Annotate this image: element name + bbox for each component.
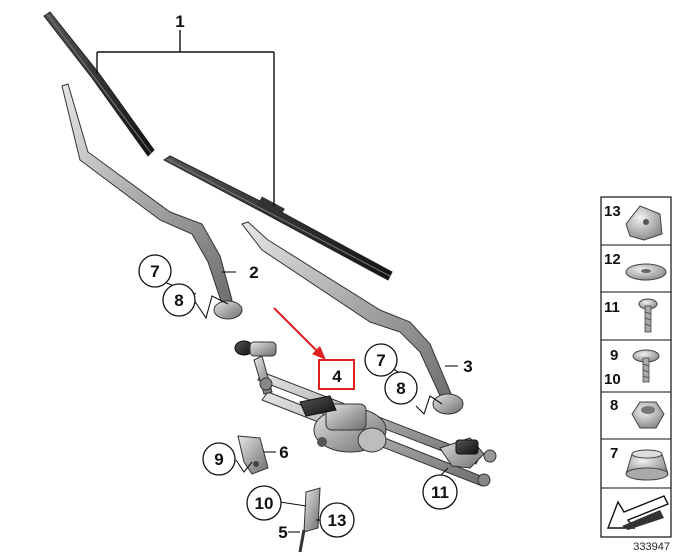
legend-label-13: 13 xyxy=(604,203,621,220)
bracket-part-5 xyxy=(298,487,321,553)
legend-label-12: 12 xyxy=(604,251,621,268)
callout-2: 2 xyxy=(249,263,258,282)
legend-item-8: 8 xyxy=(610,397,665,429)
callout-7b: 7 xyxy=(376,351,385,370)
wiper-motor xyxy=(299,395,387,453)
parts-legend xyxy=(600,196,672,538)
callout-11-circle xyxy=(422,474,458,510)
wiper-blade-right xyxy=(163,155,393,281)
wiper-blade-left xyxy=(43,11,155,157)
callout-3: 3 xyxy=(463,357,472,376)
bracket-part-6 xyxy=(237,435,269,475)
callout-8a-circle xyxy=(162,283,196,317)
callout-13-circle xyxy=(319,502,355,538)
direction-arrow-icon xyxy=(606,495,669,530)
legend-item-7: 7 xyxy=(610,445,669,481)
callout-8b-circle xyxy=(384,371,418,405)
callout-9-circle xyxy=(202,442,236,476)
callout-11: 11 xyxy=(431,483,449,502)
callout-7a: 7 xyxy=(150,262,159,281)
callout-4: 4 xyxy=(332,367,342,386)
callout-5: 5 xyxy=(278,523,287,542)
callout-8b: 8 xyxy=(396,379,405,398)
callout-6: 6 xyxy=(279,443,288,462)
screw-icon xyxy=(638,298,658,333)
cap-icon xyxy=(625,449,669,481)
legend-label-7: 7 xyxy=(610,445,618,462)
legend-label-10: 10 xyxy=(604,371,621,388)
callout-1: 1 xyxy=(175,12,184,31)
legend-item-9-10: 9 10 xyxy=(604,347,660,388)
washer-screw-icon xyxy=(632,349,660,383)
callout-7a-circle xyxy=(138,254,172,288)
callout-13: 13 xyxy=(328,511,347,530)
wiper-arm-right xyxy=(241,221,464,415)
callout-7b-circle xyxy=(364,343,398,377)
callout-10-circle xyxy=(246,485,282,521)
callout-10: 10 xyxy=(255,494,274,513)
legend-label-11: 11 xyxy=(604,299,620,316)
legend-item-11: 11 xyxy=(604,298,658,333)
highlight-arrow xyxy=(273,307,326,360)
pivot-right xyxy=(439,437,497,469)
wiper-arm-left xyxy=(61,83,243,320)
legend-label-9: 9 xyxy=(610,347,618,364)
highlight-box xyxy=(318,359,355,390)
legend-item-13: 13 xyxy=(604,203,663,241)
legend-item-12: 12 xyxy=(604,251,667,281)
hex-nut-icon xyxy=(631,401,665,429)
callout-9: 9 xyxy=(214,450,223,469)
catalog-number: 333947 xyxy=(633,541,670,553)
callout-8a: 8 xyxy=(174,291,183,310)
callout-1-bracket xyxy=(96,30,275,206)
legend-label-8: 8 xyxy=(610,397,618,414)
